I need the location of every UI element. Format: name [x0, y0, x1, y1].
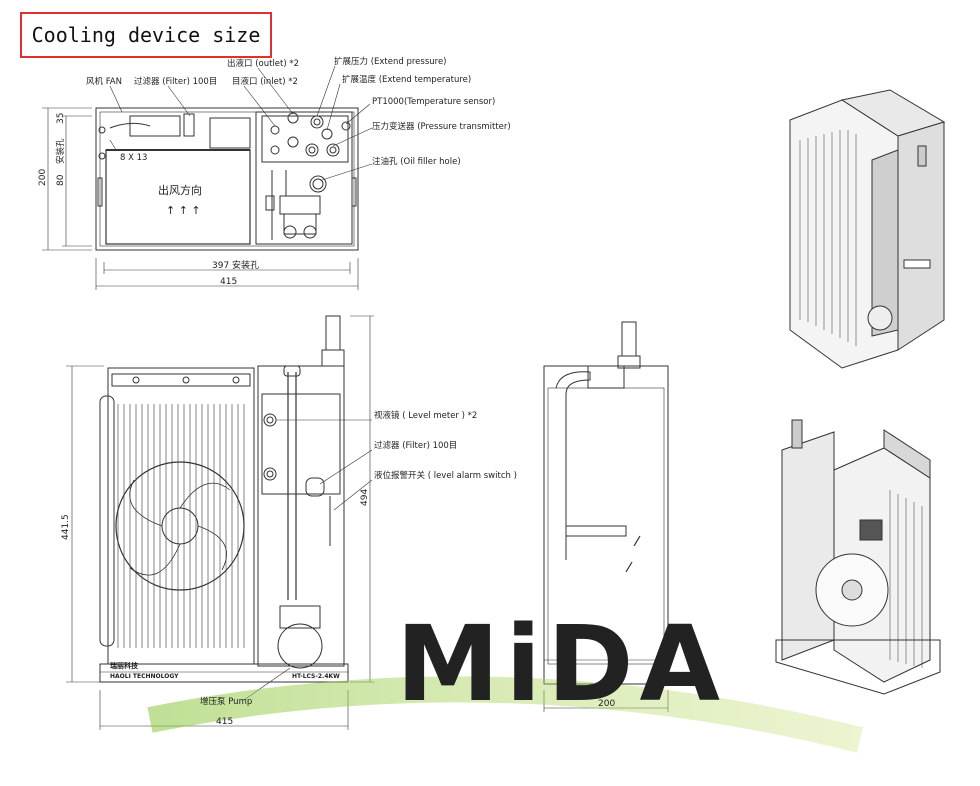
label-air-arrows: ↑ ↑ ↑ — [166, 204, 201, 217]
label-level-switch: 液位报警开关 ( level alarm switch ) — [374, 470, 517, 481]
label-outlet: 出液口 (outlet) *2 — [227, 58, 299, 69]
label-air-direction: 出风方向 — [158, 183, 202, 197]
nameplate-model: HT-LCS-2.4KW — [292, 673, 340, 680]
label-inlet: 目液口 (inlet) *2 — [232, 76, 298, 87]
label-temp-sensor: PT1000(Temperature sensor) — [372, 97, 495, 107]
dim-top-35: 35 — [56, 113, 66, 124]
nameplate-brand-cn: 瑞丽科技 — [110, 661, 139, 670]
dim-top-width: 415 — [220, 277, 237, 287]
label-oil-filler: 注油孔 (Oil filler hole) — [372, 156, 461, 167]
mida-watermark: MiDA — [147, 603, 864, 753]
nameplate-brand-en: HAOLI TECHNOLOGY — [110, 673, 179, 680]
dim-front-height: 441.5 — [61, 514, 71, 540]
label-filter-top: 过滤器 (Filter) 100目 — [134, 76, 217, 87]
dim-side-width: 200 — [598, 699, 615, 709]
front-view — [66, 315, 374, 730]
dim-top-height: 200 — [38, 169, 48, 186]
label-hole-size: 8 X 13 — [120, 153, 147, 163]
label-extend-pressure: 扩展压力 (Extend pressure) — [334, 56, 447, 67]
label-pressure-transmitter: 压力变送器 (Pressure transmitter) — [372, 121, 511, 132]
label-filter-front: 过滤器 (Filter) 100目 — [374, 440, 457, 451]
dim-top-mount-vertical: 安装孔 — [55, 138, 66, 164]
label-extend-temperature: 扩展温度 (Extend temperature) — [342, 74, 471, 85]
label-fan: 风机 FAN — [86, 76, 122, 87]
isometric-view-front — [775, 419, 941, 695]
page-title: Cooling device size — [20, 12, 272, 58]
dim-front-width: 415 — [216, 717, 233, 727]
isometric-view-rear — [789, 89, 946, 369]
label-level-meter: 视液镜 ( Level meter ) *2 — [374, 410, 477, 421]
label-pump: 增压泵 Pump — [200, 696, 252, 707]
top-view — [42, 65, 373, 290]
dim-top-mount: 397 安装孔 — [212, 259, 259, 271]
dim-top-80: 80 — [56, 174, 66, 186]
watermark-text: MiDA — [396, 603, 726, 725]
dim-front-total: 494 — [360, 489, 370, 506]
